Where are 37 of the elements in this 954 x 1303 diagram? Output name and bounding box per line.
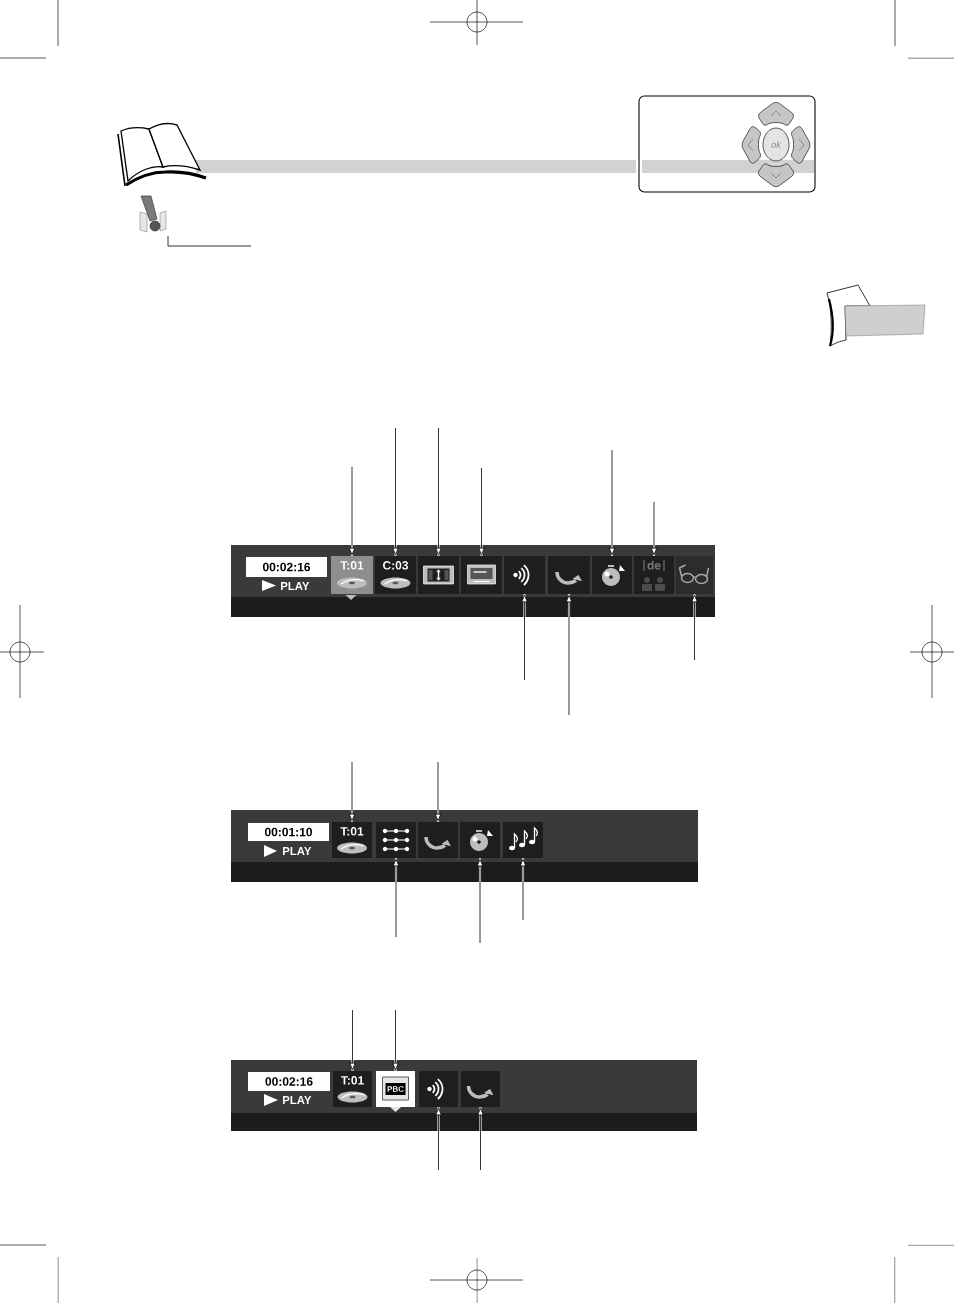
leader-line: [608, 449, 616, 556]
music-notes-icon: [503, 822, 543, 858]
leader-line: [650, 501, 658, 556]
time-display: 00:02:16: [248, 1072, 330, 1091]
disc-timer-icon: [460, 822, 500, 858]
pbc-tile: PBC: [376, 1071, 415, 1107]
dot-grid-icon: [376, 822, 416, 858]
ok-button: ok: [762, 127, 790, 162]
sound-wave-icon: [504, 556, 545, 594]
screen-icon: [461, 556, 502, 594]
time-display: 00:02:16: [246, 557, 327, 577]
disc-timer-icon: [592, 556, 632, 594]
sound-wave-icon: [419, 1071, 458, 1107]
time-display: 00:01:10: [248, 823, 329, 841]
node-label: C:03: [383, 561, 409, 570]
status-text: PLAY: [283, 1096, 312, 1104]
leader-line: [435, 1107, 442, 1171]
status-text: PLAY: [281, 582, 310, 590]
leader-line: [521, 594, 528, 681]
leader-line: [478, 467, 485, 556]
leader-line: [565, 594, 573, 716]
status-text: PLAY: [283, 847, 312, 855]
remote-panel: [638, 95, 816, 193]
leader-line: [691, 594, 698, 661]
leader-line: [392, 858, 400, 938]
leader-line: [392, 1009, 399, 1071]
leader-line: [435, 427, 442, 556]
leader-line: [476, 858, 484, 944]
leader-line: [348, 466, 356, 556]
leader-line: [348, 761, 356, 822]
leader-line: [519, 858, 527, 921]
leader-line: [392, 427, 399, 556]
leader-line: [349, 1009, 356, 1071]
glasses-icon: [676, 556, 713, 594]
node-label: de: [647, 560, 661, 570]
leader-line: [477, 1107, 484, 1171]
leader-line: [434, 761, 442, 822]
